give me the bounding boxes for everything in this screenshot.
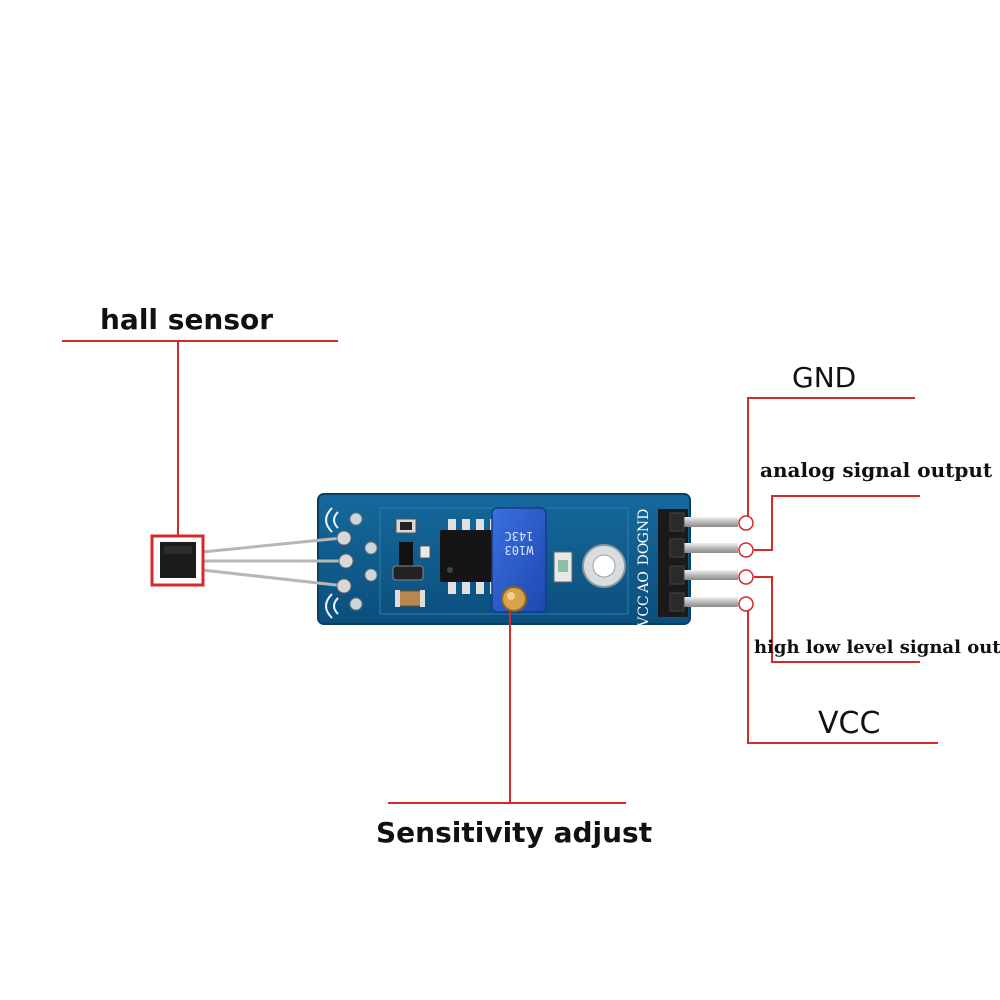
pcb-label-gnd: GND [636,509,652,544]
hall-sensor-chip [150,534,205,587]
header-pins [658,509,738,617]
leader-lines [62,340,938,804]
label-vcc: VCC [818,706,881,741]
sensitivity-potentiometer: 143C W103 [491,507,547,613]
pcb-label-vcc: VCC [636,595,652,628]
smd-components [392,518,431,607]
pcb-label-do: DO [636,543,652,566]
pot-marking-line1: 143C [505,529,534,543]
pcb-label-ao: AO [636,571,652,594]
leader-gnd [747,397,915,516]
leader-vcc [747,611,938,744]
label-hall-sensor: hall sensor [100,303,274,336]
pot-marking-line2: W103 [505,543,534,557]
label-digital-signal-output: high low level signal output [754,637,1000,658]
pin-marker-circles [738,515,754,612]
sensor-lead-joints [336,530,354,594]
label-gnd: GND [792,361,857,394]
label-sensitivity-adjust: Sensitivity adjust [376,816,653,849]
label-analog-signal-output: analog signal output [760,458,993,482]
sensor-leads [201,536,346,588]
leader-digital [754,576,920,663]
led-and-mount-hole [553,544,626,588]
leader-analog [754,495,920,551]
pcb-pin-labels: GND DO AO VCC [636,509,652,628]
